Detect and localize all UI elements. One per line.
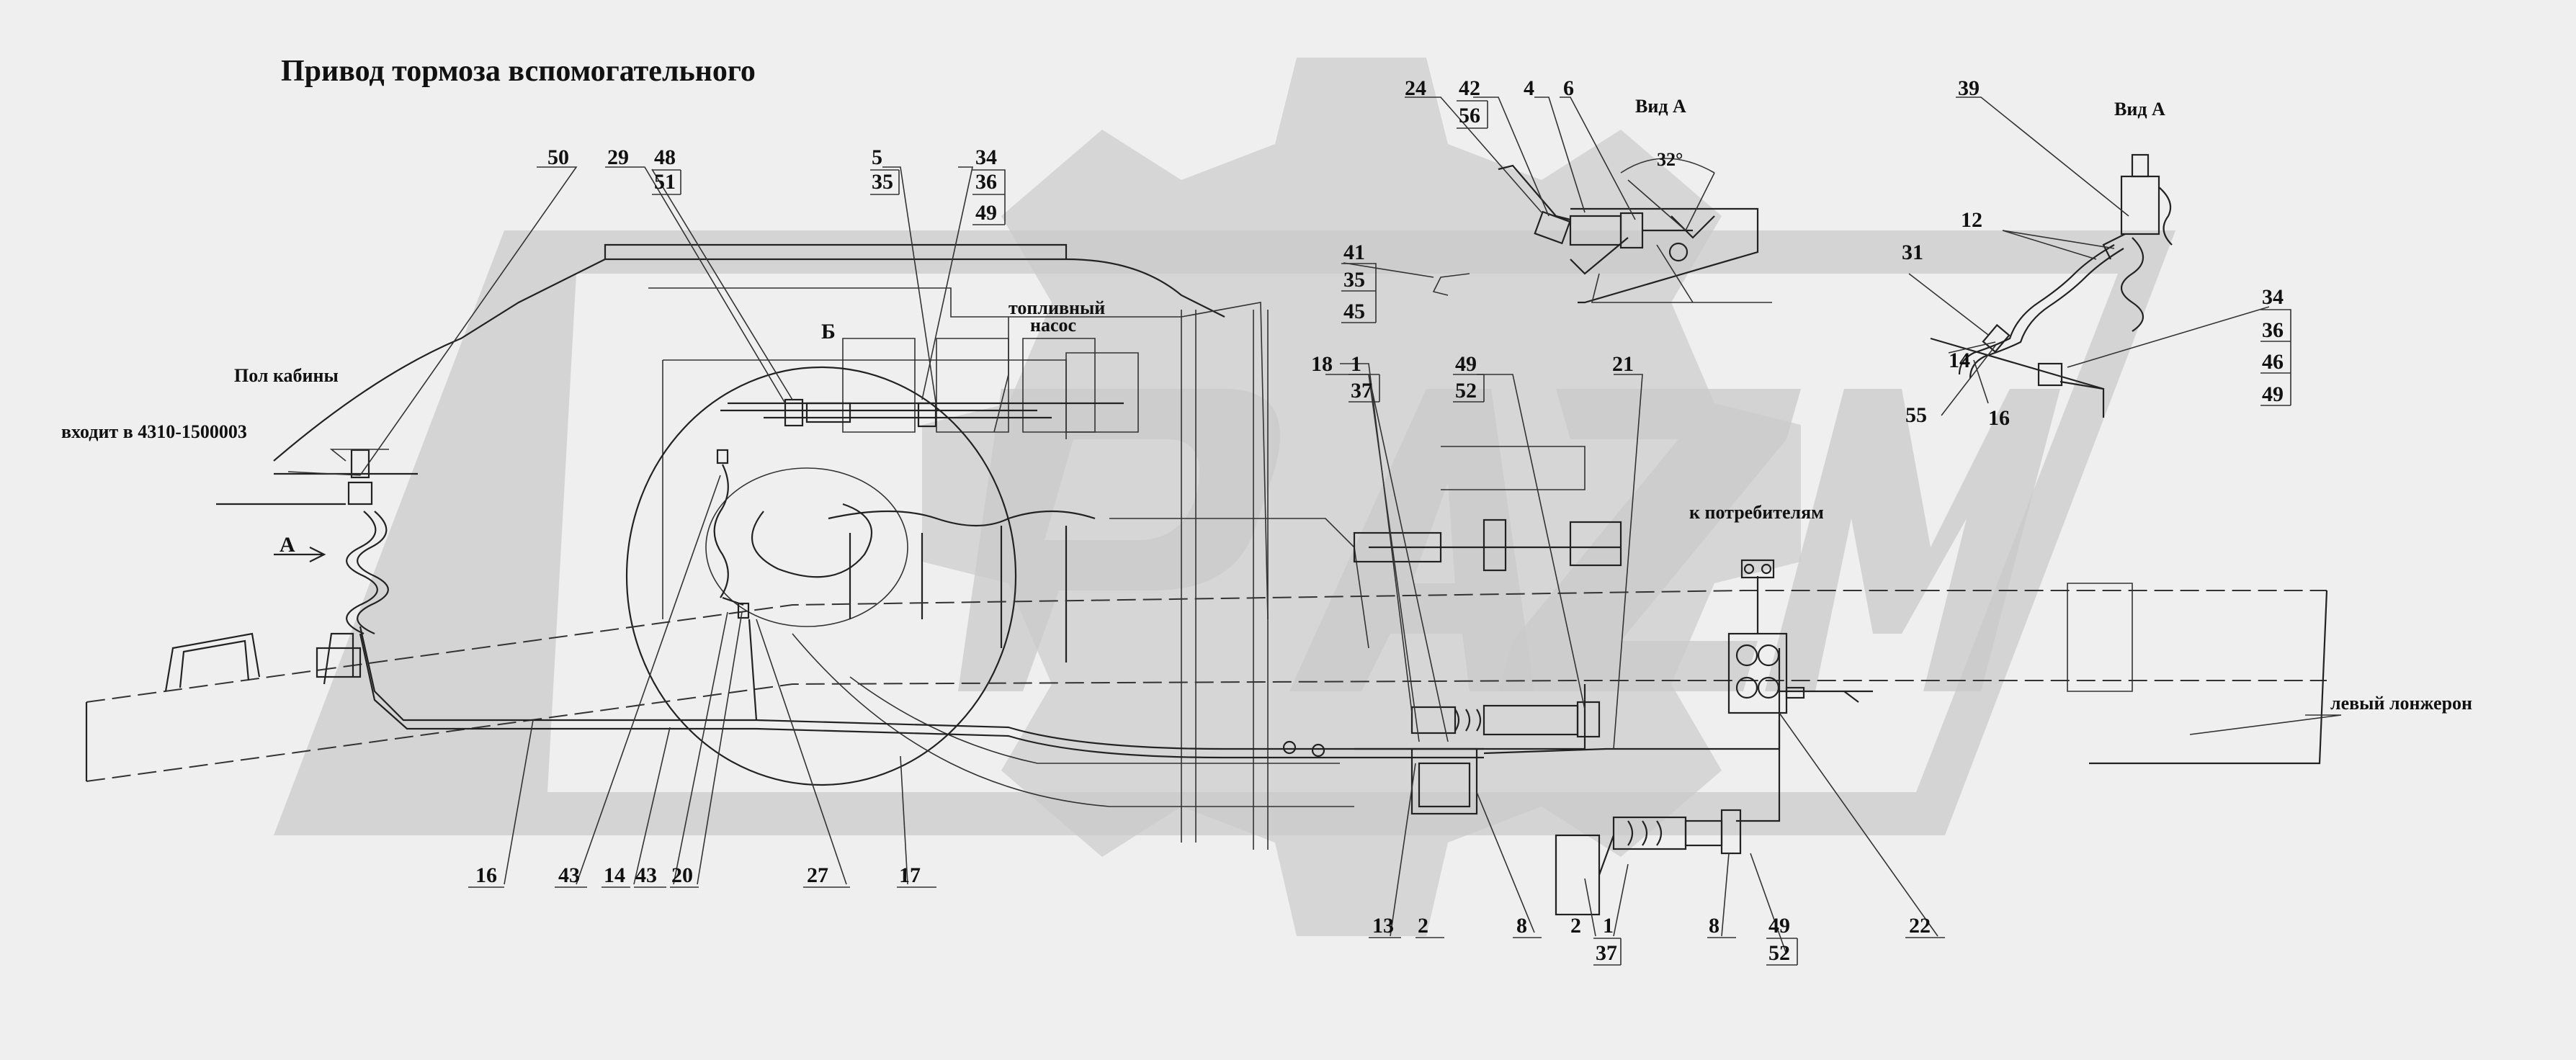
callout-8a: 8 [1516,914,1527,938]
brake-pipe [359,626,1873,822]
callout-37a: 37 [1351,379,1372,403]
callout-35b: 35 [1343,268,1365,292]
callout-2a: 2 [1418,914,1428,938]
callout-41: 41 [1343,241,1365,264]
view-a-label-1: Вид А [1635,96,1686,117]
callout-45: 45 [1343,300,1365,323]
callout-52a: 52 [1455,379,1477,403]
valve-block [1727,559,1859,714]
fuel-pump-label-2: насос [1030,315,1076,336]
callout-22: 22 [1909,914,1931,938]
callout-36a: 36 [975,170,997,194]
callout-4: 4 [1524,76,1534,100]
callout-36b: 36 [2262,318,2284,342]
callout-35a: 35 [872,170,893,194]
cab-floor-label: Пол кабины [234,365,339,386]
engine-outline [273,243,1622,850]
callout-46: 46 [2262,350,2284,374]
watermark-letter-p [958,389,1280,691]
callout-14b: 14 [604,863,625,887]
watermark-letter-a [1289,389,1534,691]
watermark-letter-m [1765,389,2060,691]
left-spar-label: левый лонжерон [2330,693,2472,714]
callout-17: 17 [899,863,921,887]
callout-43a: 43 [558,863,580,887]
callout-5: 5 [872,145,882,169]
leader-lines [287,96,2342,955]
callout-43b: 43 [635,863,657,887]
callout-37b: 37 [1596,941,1617,965]
callout-34b: 34 [2262,285,2284,309]
enters-into-label: входит в 4310-1500003 [61,421,247,442]
callout-49c: 49 [1455,352,1477,376]
callout-39: 39 [1958,76,1980,100]
watermark-gear [922,58,1801,936]
callout-42: 42 [1459,76,1480,100]
watermark-letter-z [1498,389,1801,691]
callout-1a: 1 [1351,352,1361,376]
callout-55: 55 [1905,403,1927,427]
callout-16a: 16 [1988,406,2010,430]
callout-14a: 14 [1949,349,1970,372]
callout-1b: 1 [1603,914,1614,938]
callout-13: 13 [1372,914,1394,938]
view-a-detail [1432,158,1772,304]
watermark [274,58,2175,936]
fuel-pump-linkage [720,398,1037,428]
to-consumers-label: к потребителям [1689,502,1824,523]
view-a-label-2: Вид А [2114,99,2165,120]
callout-31: 31 [1902,241,1923,264]
view-a-right [1930,153,2173,418]
callout-24: 24 [1405,76,1426,100]
callout-29: 29 [607,145,629,169]
callout-8b: 8 [1709,914,1719,938]
callout-48: 48 [654,145,676,169]
callout-2b: 2 [1570,914,1581,938]
callout-49b: 49 [2262,382,2284,406]
callout-56: 56 [1459,104,1480,127]
callout-34a: 34 [975,145,997,169]
callout-51: 51 [654,170,676,194]
callout-18: 18 [1311,352,1333,376]
callout-49a: 49 [975,201,997,225]
angle-label: 32° [1657,149,1683,170]
watermark-frame [274,230,2175,835]
callout-12: 12 [1961,208,1982,232]
callout-20: 20 [671,863,693,887]
callout-6: 6 [1563,76,1574,100]
arrow-a-label: А [279,533,295,557]
callout-underlines [468,100,2291,966]
callout-21: 21 [1612,352,1634,376]
section-b-label: Б [821,320,836,343]
callout-52b: 52 [1768,941,1790,965]
brake-cylinders [1282,701,1742,916]
left-spar [85,583,2328,782]
text-labels: Пол кабины входит в 4310-1500003 Вид А В… [61,96,2472,714]
fuel-pump-label-1: топливный [1009,297,1105,318]
callouts: 50 29 48 51 5 35 34 36 49 24 42 56 4 6 4… [475,76,2284,965]
fuel-pump-hose [713,449,758,721]
callout-50: 50 [547,145,569,169]
callout-16b: 16 [475,863,497,887]
diagram-title: Привод тормоза вспомогательного [281,55,756,88]
callout-49d: 49 [1768,914,1790,938]
callout-27: 27 [807,863,828,887]
